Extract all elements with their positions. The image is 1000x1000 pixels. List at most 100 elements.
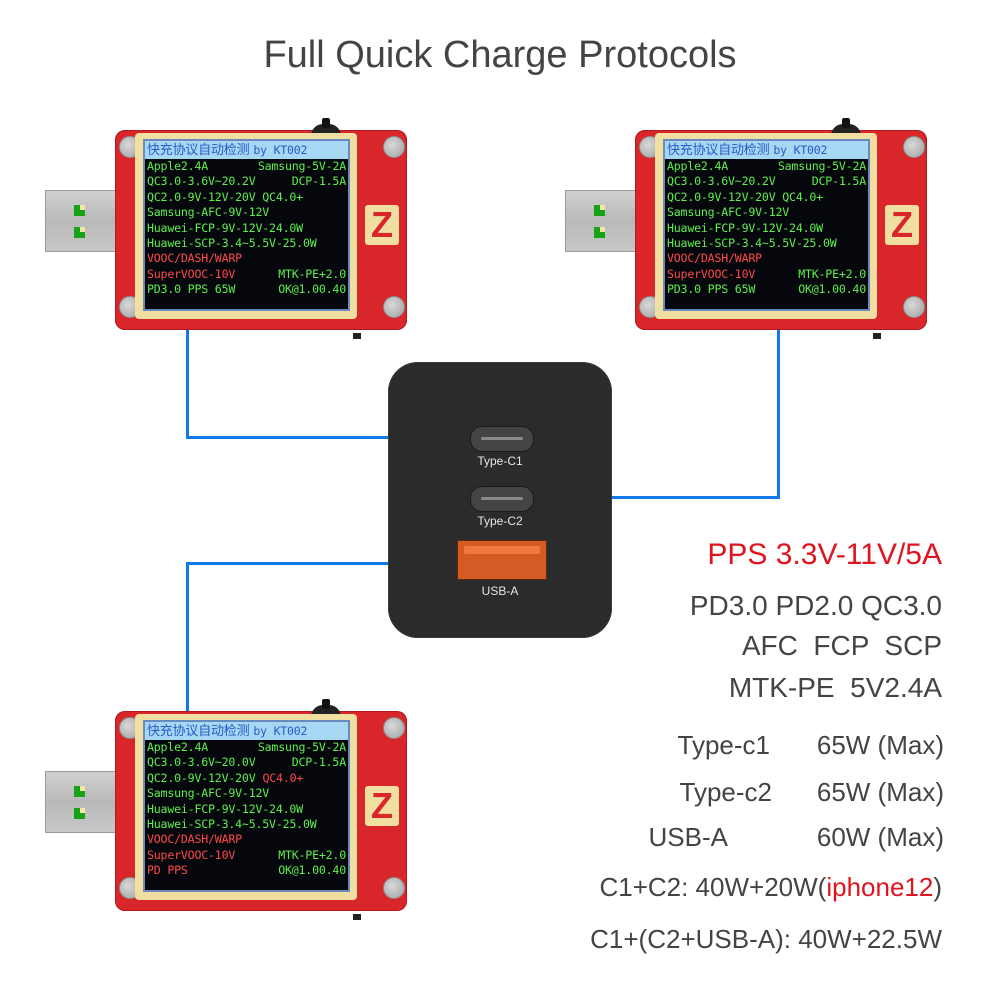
usb-pin (74, 786, 85, 797)
port-power: 60W (Max) (816, 822, 944, 852)
screen-text: DCP-1.5A (291, 755, 346, 770)
port-name: Type-c1 (677, 730, 771, 760)
usb-pin (74, 227, 85, 238)
screen-row: PD3.0 PPS 65W OK@1.00.40 (145, 282, 348, 297)
protocol-line-3: MTK-PE 5V2.4A (728, 672, 942, 703)
screen-text: DCP-1.5A (811, 174, 866, 189)
brand-logo-text: Z (371, 785, 393, 826)
side-button[interactable] (353, 914, 361, 920)
screen-row: VOOC/DASH/WARP (145, 251, 348, 266)
screen-text: Huawei-FCP-9V-12V-24.0W (147, 801, 303, 816)
screen-row: Huawei-SCP-3.4~5.5V-25.0W (665, 236, 868, 251)
combo-c1-c2: C1+C2: 40W+20W(iphone12) (599, 872, 942, 903)
screen-text: VOOC/DASH/WARP (147, 251, 242, 266)
side-button[interactable] (353, 333, 361, 339)
usb-pin (594, 227, 605, 238)
screen-row: QC3.0-3.6V~20.0V DCP-1.5A (145, 755, 348, 770)
screen-text: QC3.0-3.6V~20.2V (667, 174, 776, 189)
screen-text: QC4.0+ (262, 770, 304, 785)
screen-row: QC2.0-9V-12V-20V QC4.0+ (665, 190, 868, 205)
screen-text: OK@1.00.40 (278, 282, 346, 297)
port-label-c2: Type-C2 (477, 514, 523, 528)
usb-plug (45, 190, 120, 252)
port-name: USB-A (648, 822, 728, 852)
side-button[interactable] (873, 333, 881, 339)
brand-logo-icon: Z (885, 205, 919, 245)
screen-text: Huawei-SCP-3.4~5.5V-25.0W (147, 236, 317, 251)
screen-text: VOOC/DASH/WARP (667, 251, 762, 266)
screw-icon (903, 136, 925, 158)
screen-text: Samsung-AFC-9V-12V (147, 786, 270, 801)
protocol-line-1: PD3.0 PD2.0 QC3.0 (689, 590, 942, 621)
combo-c1-c2-usb-a: C1+(C2+USB-A): 40W+22.5W (590, 924, 942, 955)
usb-c-port-2[interactable] (470, 486, 534, 512)
screen-text: OK@1.00.40 (798, 282, 866, 297)
screen-text: SuperVOOC-10V (667, 266, 756, 281)
screen-row: Huawei-FCP-9V-12V-24.0W (145, 221, 348, 236)
port-label-c1: Type-C1 (477, 454, 523, 468)
screw-icon (383, 296, 405, 318)
usb-plug (45, 771, 120, 833)
screen-text: QC3.0-3.6V~20.0V (147, 755, 256, 770)
screen-text: MTK-PE+2.0 (798, 266, 866, 281)
usb-c-port-1[interactable] (470, 426, 534, 452)
screen-row: SuperVOOC-10V MTK-PE+2.0 (665, 267, 868, 282)
combo-suffix: ) (933, 872, 942, 902)
screen-header-by: by KT002 (253, 143, 308, 157)
screen-row: SuperVOOC-10V MTK-PE+2.0 (145, 848, 348, 863)
screen-text: Apple2.4A (147, 740, 209, 754)
screen-row: Huawei-FCP-9V-12V-24.0W (665, 221, 868, 236)
screw-icon (383, 717, 405, 739)
combo-text: C1+(C2+USB-A): 40W+22.5W (590, 924, 942, 954)
screen-text: DCP-1.5A (291, 174, 346, 189)
screen-text: Samsung-AFC-9V-12V (147, 205, 270, 220)
screen-row: VOOC/DASH/WARP (665, 251, 868, 266)
usb-pin (74, 205, 85, 216)
screw-icon (903, 296, 925, 318)
usb-a-port[interactable] (457, 540, 547, 580)
brand-logo-text: Z (371, 204, 393, 245)
port-power: 65W (Max) (816, 777, 944, 807)
screen-text: PD3.0 PPS 65W (147, 282, 236, 297)
charger: Type-C1 Type-C2 USB-A (388, 362, 612, 638)
screw-icon (383, 877, 405, 899)
screen-text: Huawei-SCP-3.4~5.5V-25.0W (147, 817, 317, 832)
screen-text: Samsung-AFC-9V-12V (667, 205, 790, 220)
brand-logo-icon: Z (365, 786, 399, 826)
screen-row: QC3.0-3.6V~20.2V DCP-1.5A (665, 174, 868, 189)
screen-row: Huawei-FCP-9V-12V-24.0W (145, 802, 348, 817)
screen-row: Samsung-AFC-9V-12V (665, 205, 868, 220)
screen-text: QC2.0-9V-12V-20V QC4.0+ (147, 189, 303, 204)
screen-text: Apple2.4A (667, 159, 729, 173)
screen-header-cn: 快充协议自动检测 (147, 724, 250, 739)
screen-text: MTK-PE+2.0 (278, 847, 346, 862)
screen-text: SuperVOOC-10V (147, 266, 236, 281)
screen-text: QC2.0-9V-12V-20V QC4.0+ (667, 189, 823, 204)
usb-plug (565, 190, 640, 252)
port-name: Type-c2 (679, 777, 773, 807)
screen-text: OK@1.00.40 (278, 863, 346, 878)
screen-row: QC2.0-9V-12V-20V QC4.0+ (145, 190, 348, 205)
screen-text: SuperVOOC-10V (147, 847, 236, 862)
screen-text: VOOC/DASH/WARP (147, 832, 242, 847)
combo-text: C1+C2: 40W+20W( (599, 872, 827, 902)
screen-header-cn: 快充协议自动检测 (667, 143, 770, 158)
